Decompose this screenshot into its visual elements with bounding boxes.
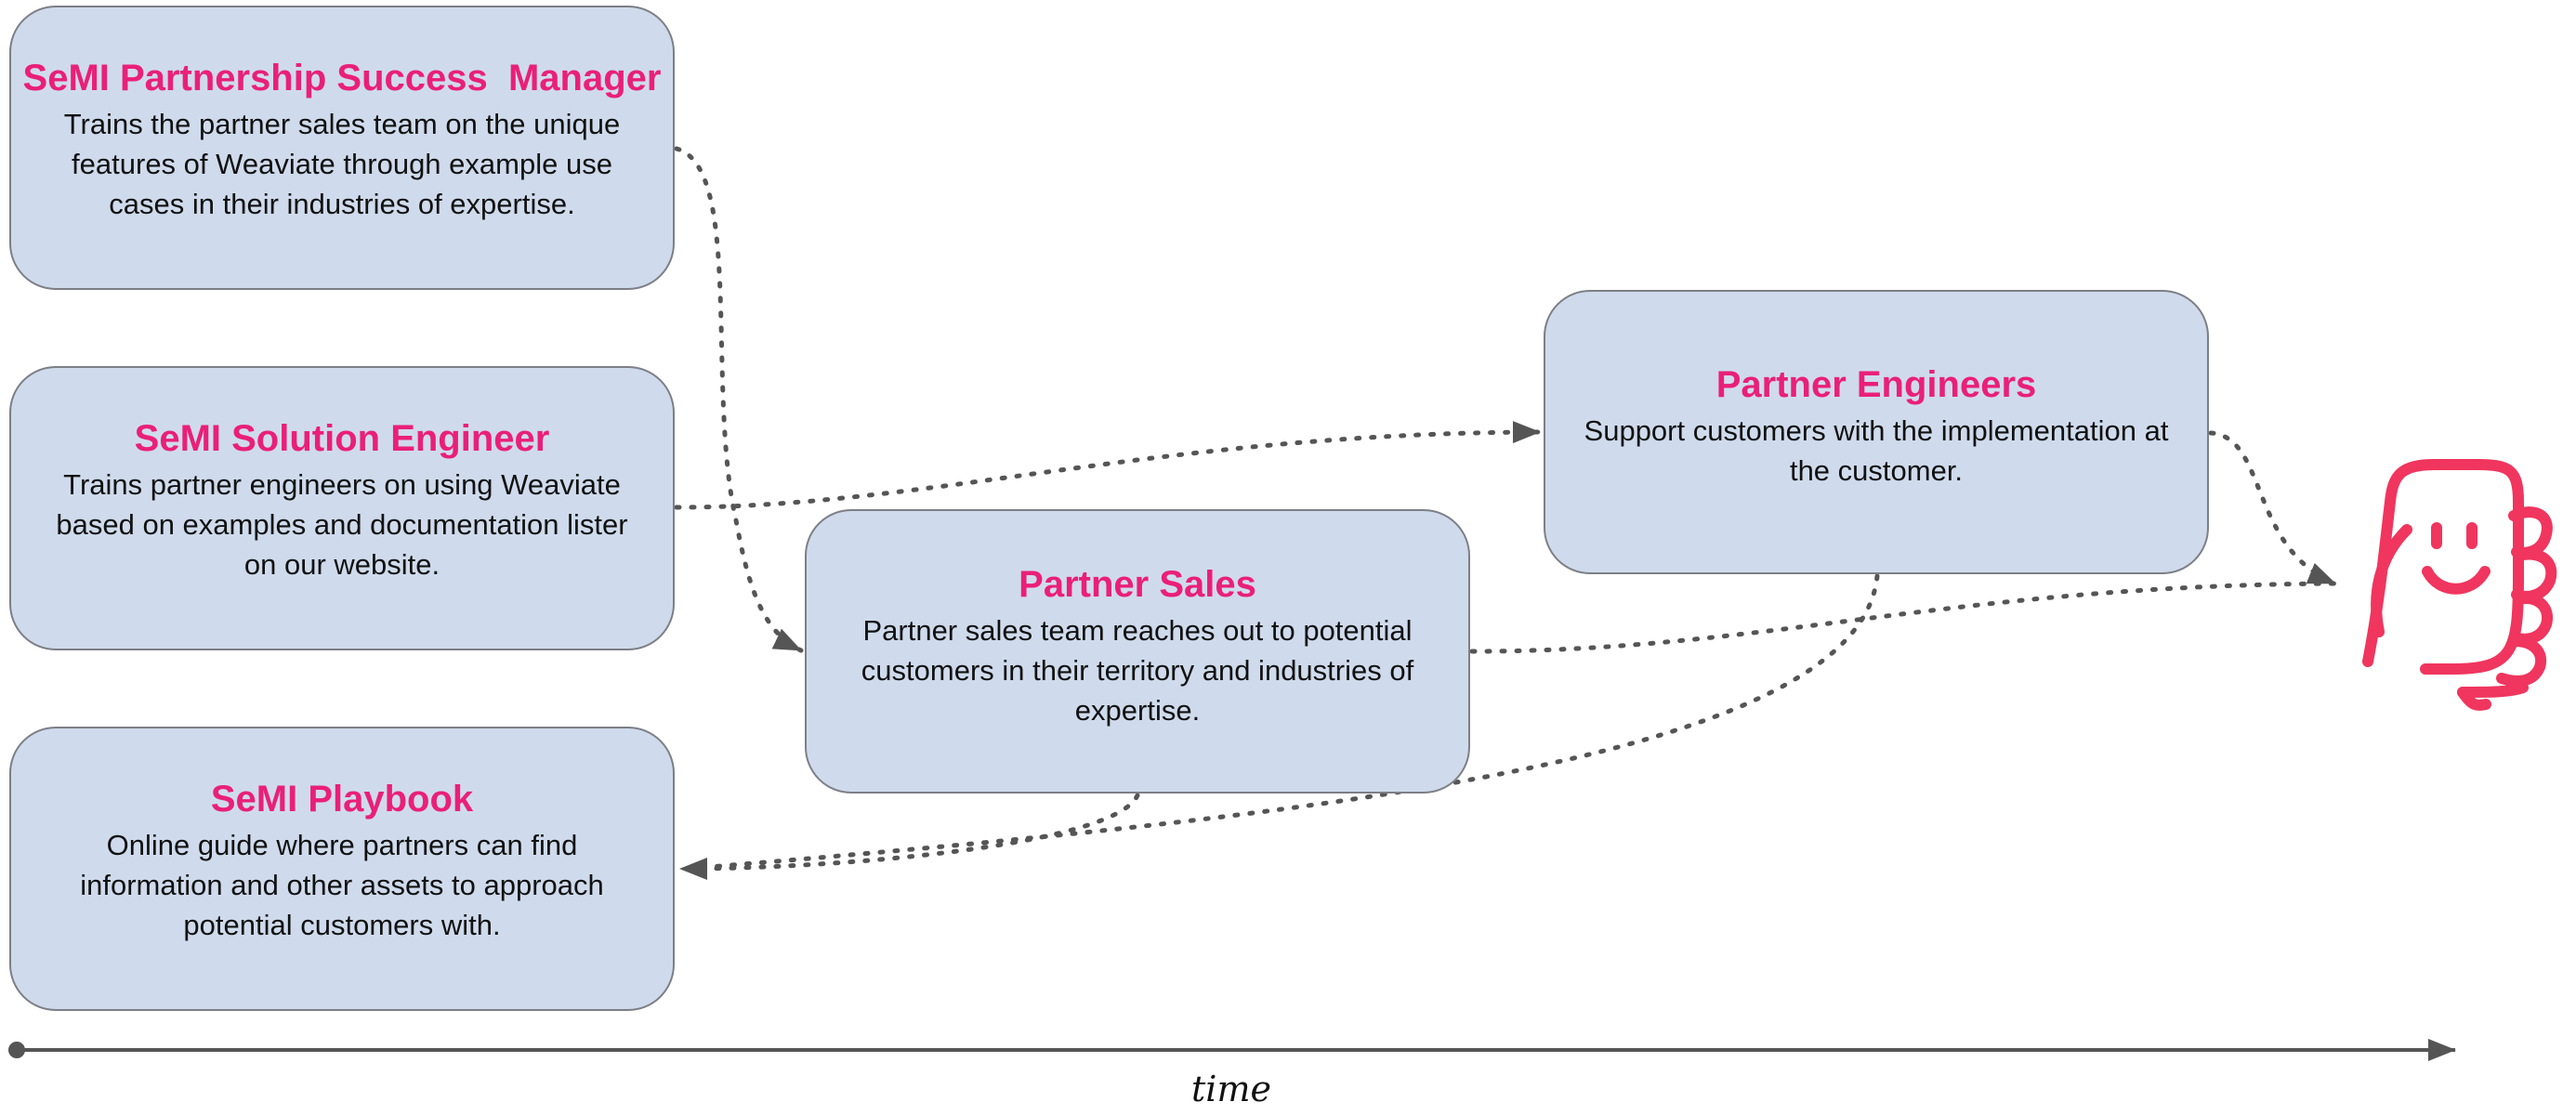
card-title: SeMI Playbook	[210, 778, 474, 820]
customer-phone-icon	[2362, 459, 2557, 711]
solution-engineer-card: SeMI Solution Engineer Trains partner en…	[9, 366, 675, 650]
partner-sales-card: Partner Sales Partner sales team reaches…	[805, 509, 1470, 794]
connector-partner-sales-to-playbook	[677, 793, 1140, 880]
card-title: Partner Sales	[1019, 563, 1256, 605]
partner-engineers-card: Partner Engineers Support customers with…	[1544, 290, 2209, 574]
partnership-success-manager-card: SeMI Partnership Success Manager Trains …	[9, 6, 675, 290]
connector-partner-engineers-to-customer	[2208, 430, 2338, 586]
connector-psm-to-partner-sales	[674, 146, 804, 653]
timeline-label: time	[1191, 1069, 1271, 1109]
card-description: Trains partner engineers on using Weavia…	[56, 467, 628, 581]
connector-partner-sales-to-customer	[1469, 581, 2340, 654]
playbook-card: SeMI Playbook Online guide where partner…	[9, 727, 675, 1011]
card-description: Partner sales team reaches out to potent…	[861, 613, 1414, 727]
connector-partner-engineers-to-playbook	[685, 573, 1880, 872]
connector-se-to-partner-engineers	[674, 421, 1543, 510]
card-description: Support customers with the implementatio…	[1584, 414, 2169, 487]
card-title: SeMI Partnership Success Manager	[22, 57, 662, 98]
card-description: Trains the partner sales team on the uni…	[63, 107, 621, 220]
card-title: SeMI Solution Engineer	[134, 417, 550, 459]
card-title: Partner Engineers	[1715, 364, 2037, 405]
card-description: Online guide where partners can find inf…	[80, 828, 604, 941]
